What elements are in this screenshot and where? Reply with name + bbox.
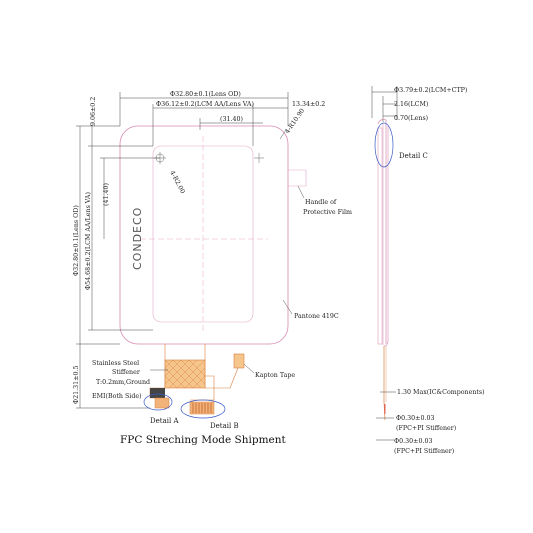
detail-b-label: Detail B: [210, 422, 239, 430]
detail-a-label: Detail A: [150, 417, 179, 425]
fpc-pi-1-sub: (FPC+PI Stiffener): [396, 425, 456, 432]
kapton-label: Kapton Tape: [255, 372, 295, 379]
fpc-pi-2: Φ0.30±0.03: [394, 438, 432, 445]
detail-c-circle: [374, 122, 394, 168]
detail-a-circle: [143, 393, 173, 411]
handle-label-2: Protective Film: [303, 209, 352, 216]
detail-b-circle: [180, 399, 226, 419]
brand-text: CONDECO: [131, 207, 144, 270]
dim-inner-31-40: (31.40): [220, 116, 243, 123]
fpc-pi-1: Φ0.30±0.03: [396, 415, 434, 422]
top-dimensions: [119, 92, 289, 146]
film-handle: [288, 169, 307, 187]
dim-fpc-length: Φ21.31±0.5: [73, 366, 80, 404]
dim-lens-od-height: Φ32.80±0.1(Lens OD): [73, 205, 80, 276]
dim-inner-radius: 4-R2.00: [168, 170, 186, 195]
kapton-tape: [233, 353, 245, 369]
dim-inner-41-40: (41.40): [103, 183, 110, 206]
detail-c-label: Detail C: [399, 152, 428, 160]
dim-lcm-aa-width: Φ36.12±0.2(LCM AA/Lens VA): [156, 101, 254, 108]
thick-lens: 0.70(Lens): [394, 115, 428, 122]
stiffener-label-2: Stiffener: [112, 369, 141, 376]
fpc-strip: [154, 397, 170, 409]
max-ic-label: 1.30 Max(IC&Components): [397, 389, 485, 396]
dim-corner-radius: 4-R10.90: [284, 107, 306, 135]
crosshair-right: [254, 153, 264, 163]
left-dimensions: [76, 125, 160, 409]
stainless-stiffener: [164, 359, 206, 389]
dim-right-offset: 13.34±0.2: [292, 101, 325, 108]
dim-top-offset: 9.06±0.2: [90, 97, 97, 126]
thick-total: Φ3.79±0.2(LCM+CTP): [394, 87, 467, 94]
thick-lcm: 2.16(LCM): [394, 101, 428, 108]
connector-small: [150, 388, 165, 398]
fpc-pi-2-sub: (FPC+PI Stiffener): [394, 448, 454, 455]
lens-outline: [119, 125, 289, 345]
dim-lcm-aa-height: Φ54.68±0.2(LCM AA/Lens VA): [85, 192, 92, 290]
fpc-tail: [149, 344, 245, 415]
stiffener-label-1: Stainless Steel: [92, 360, 139, 367]
handle-label-1: Handle of: [305, 199, 337, 206]
side-view: [371, 86, 398, 441]
emi-label: EMI(Both Side): [92, 393, 142, 400]
stiffener-label-3: T:0.2mm,Ground: [96, 379, 150, 386]
caption: FPC Streching Mode Shipment: [120, 434, 287, 446]
dim-lens-od-width: Φ32.80±0.1(Lens OD): [170, 91, 241, 98]
pantone-label: Pantone 419C: [294, 313, 339, 320]
